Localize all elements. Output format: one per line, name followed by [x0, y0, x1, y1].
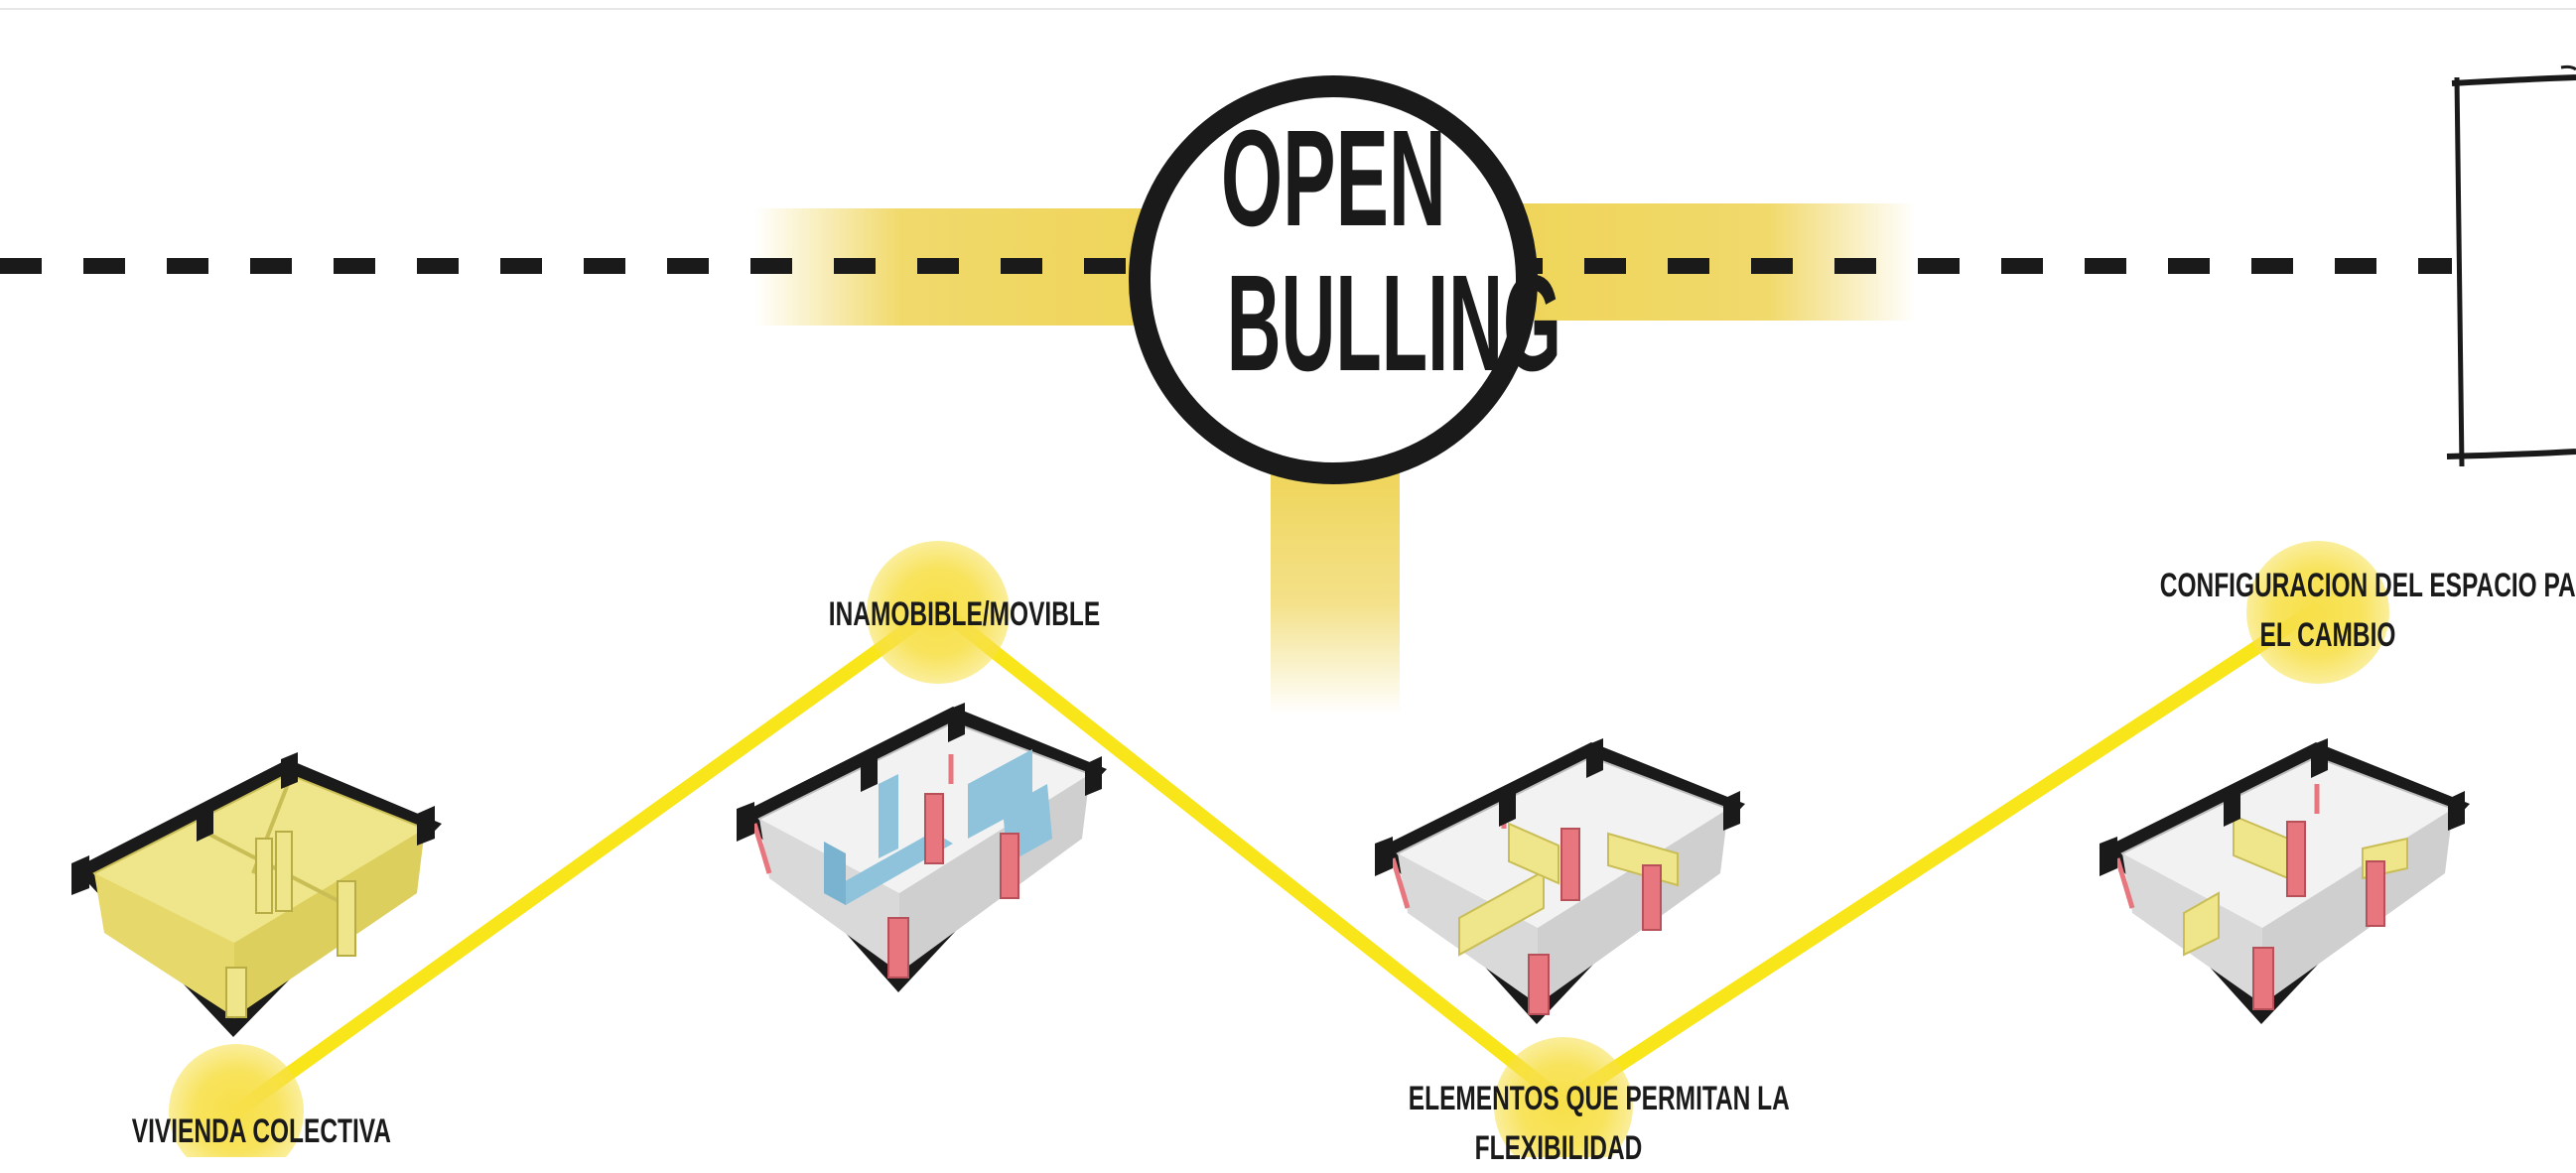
dot-inamobible: [867, 541, 1010, 684]
title-line-1: OPEN: [1220, 102, 1446, 255]
label-elementos-line-2: FLEXIBILIDAD: [1474, 1129, 1643, 1167]
dot-configuracion: [2246, 541, 2389, 684]
model-elementos-flexibilidad: [1375, 738, 1745, 1024]
label-configuracion-espacio: CONFIGURACION DEL ESPACIO PARA EL CAMBIO: [2159, 561, 2576, 660]
dot-vivienda: [169, 1044, 304, 1157]
model-inamobible-movible: [737, 703, 1107, 992]
title-line-2: BULLING: [1226, 247, 1562, 400]
label-configuracion-line-2: EL CAMBIO: [2259, 616, 2396, 654]
label-vivienda-colectiva: VIVIENDA COLECTIVA: [132, 1107, 391, 1156]
label-elementos-flexibilidad: ELEMENTOS QUE PERMITAN LA FLEXIBILIDAD: [1408, 1074, 1790, 1173]
model-configuracion-espacio: [2100, 738, 2470, 1024]
connector-dots: [169, 541, 2389, 1157]
label-inamobible-movible: INAMOBIBLE/MOVIBLE: [829, 589, 1100, 639]
title-glow-bands: [754, 203, 1916, 715]
glow-band-down: [1271, 466, 1400, 715]
label-configuracion-line-1: CONFIGURACION DEL ESPACIO PARA: [2159, 567, 2576, 604]
model-vivienda-colectiva: [71, 752, 442, 1037]
title-badge: [1129, 75, 1538, 484]
sketch-frame: [2446, 65, 2576, 467]
label-inamobible-text: INAMOBIBLE/MOVIBLE: [828, 595, 1101, 633]
dot-elementos: [1494, 1037, 1633, 1157]
connector-line: [231, 600, 2322, 1117]
top-divider: [0, 8, 2576, 10]
title-text: OPEN BULLING: [1140, 102, 1562, 400]
label-vivienda-text: VIVIENDA COLECTIVA: [131, 1112, 391, 1150]
title-ring: [1129, 75, 1538, 484]
label-elementos-line-1: ELEMENTOS QUE PERMITAN LA: [1408, 1080, 1790, 1117]
